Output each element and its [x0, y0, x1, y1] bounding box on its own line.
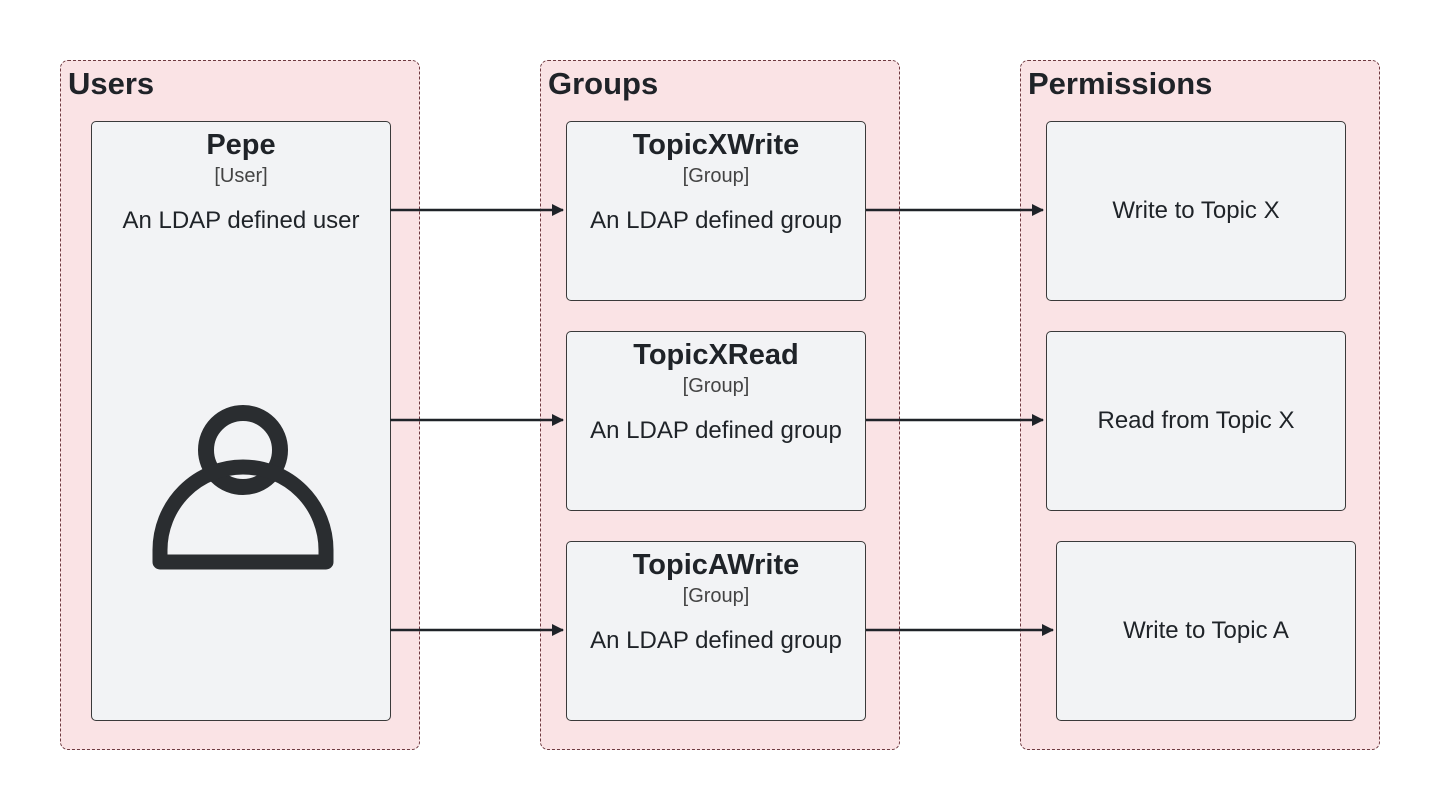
permission-node-write-topic-a[interactable]: Write to Topic A [1056, 541, 1356, 721]
permission-node-write-topic-x[interactable]: Write to Topic X [1046, 121, 1346, 301]
group-description: An LDAP defined group [590, 207, 842, 234]
person-icon [152, 405, 334, 570]
user-type: [User] [214, 165, 268, 187]
permission-node-read-topic-x[interactable]: Read from Topic X [1046, 331, 1346, 511]
group-description: An LDAP defined group [590, 627, 842, 654]
group-node-topicxwrite[interactable]: TopicXWrite [Group] An LDAP defined grou… [566, 121, 866, 301]
group-type: [Group] [682, 165, 750, 187]
group-name: TopicXRead [633, 339, 799, 371]
users-lane-title: Users [68, 66, 155, 101]
group-name: TopicAWrite [632, 549, 800, 581]
group-type: [Group] [682, 375, 750, 397]
group-node-topicxread[interactable]: TopicXRead [Group] An LDAP defined group [566, 331, 866, 511]
group-name: TopicXWrite [632, 129, 800, 161]
permission-label: Write to Topic A [1123, 617, 1289, 644]
permissions-lane-title: Permissions [1028, 66, 1213, 101]
permission-label: Write to Topic X [1112, 197, 1280, 224]
user-description: An LDAP defined user [122, 207, 360, 234]
group-description: An LDAP defined group [590, 417, 842, 444]
permissions-lane: Permissions Write to Topic X Read from T… [1020, 60, 1380, 750]
group-type: [Group] [682, 585, 750, 607]
permission-label: Read from Topic X [1097, 407, 1295, 434]
group-node-topicawrite[interactable]: TopicAWrite [Group] An LDAP defined grou… [566, 541, 866, 721]
groups-lane: Groups TopicXWrite [Group] An LDAP defin… [540, 60, 900, 750]
user-name: Pepe [206, 129, 276, 161]
user-node-pepe[interactable]: Pepe [User] An LDAP defined user [91, 121, 391, 721]
groups-lane-title: Groups [548, 66, 659, 101]
users-lane: Users Pepe [User] An LDAP defined user [60, 60, 420, 750]
